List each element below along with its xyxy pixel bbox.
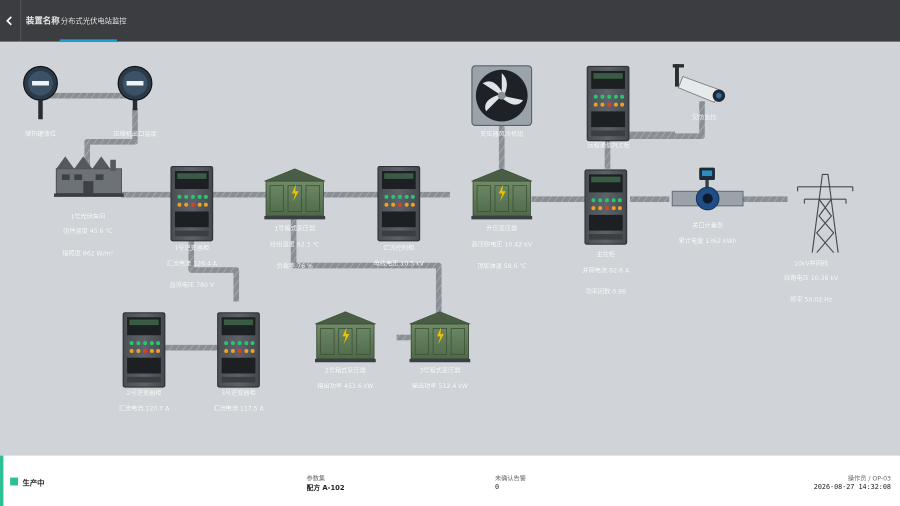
recipe-value[interactable]: 配方 A-102 xyxy=(306,483,345,492)
camera-label: 安防监控 xyxy=(691,113,717,121)
device-name-tab[interactable]: 分布式光伏电站监控 xyxy=(60,17,127,26)
plc-cabinet-icon[interactable] xyxy=(586,65,630,142)
inverter-2-cabinet-icon[interactable] xyxy=(122,312,166,388)
gauge-left-icon[interactable] xyxy=(23,65,58,120)
inverter-2-name: 2号逆变器柜 xyxy=(126,389,162,397)
inverter-1-name: 1号逆变器柜 xyxy=(174,244,210,252)
chevron-left-icon xyxy=(6,16,12,26)
inverter-3-name: 3号逆变器柜 xyxy=(221,389,256,397)
fan-icon[interactable] xyxy=(471,65,533,126)
active-tab-indicator xyxy=(59,39,117,42)
main-cabinet-current: 并网电流 82.6 A xyxy=(582,266,630,274)
main-cabinet-name: 主控柜 xyxy=(596,250,616,259)
transformer-hv-name: 升压变压器 xyxy=(486,225,518,233)
recipe-label: 参数集 xyxy=(306,474,326,483)
tower-name: 10kV并网线 xyxy=(793,259,829,268)
transformer-3-icon[interactable] xyxy=(409,311,471,363)
transformer-hv-voltage: 高压侧电压 10.42 kV xyxy=(471,240,532,249)
device-label: 装置名称 xyxy=(25,15,60,26)
transformer-1-load: 负载率 76 % xyxy=(276,262,313,270)
status-accent-bar xyxy=(0,455,4,506)
meter-name: 关口计量表 xyxy=(692,221,724,229)
transformer-hv-icon[interactable] xyxy=(470,168,533,220)
inverter-1-cabinet-icon[interactable] xyxy=(170,165,214,242)
power-tower-icon[interactable] xyxy=(797,173,854,253)
main-cabinet-pf: 功率因数 0.98 xyxy=(585,288,627,296)
header-bar: 装置名称 分布式光伏电站监控 xyxy=(0,0,900,42)
meter-energy: 累计电量 1362 kWh xyxy=(678,237,737,245)
inverter-3-current: 汇流电流 117.5 A xyxy=(213,405,264,413)
gauge-left-label: 储热罐液位 xyxy=(25,130,56,138)
transformer-2-name: 2号箱式变压器 xyxy=(324,366,366,375)
operator-label: 操作员 / OP-03 xyxy=(847,474,891,483)
back-button[interactable] xyxy=(0,0,22,42)
tower-voltage: 线路电压 10.36 kV xyxy=(784,274,839,282)
combiner-cabinet-icon[interactable] xyxy=(377,165,421,242)
factory-icon[interactable] xyxy=(54,156,124,197)
camera-icon[interactable] xyxy=(672,64,726,103)
inverter-1-current: 汇流电流 126.4 A xyxy=(166,259,218,268)
transformer-1-temp: 绕组温度 62.3 ℃ xyxy=(270,240,320,249)
inverter-3-cabinet-icon[interactable] xyxy=(217,312,260,388)
transformer-1-icon[interactable] xyxy=(263,168,326,220)
transformer-2-icon[interactable] xyxy=(314,311,377,363)
inverter-1-voltage: 直流电压 780 V xyxy=(169,281,215,289)
main-control-cabinet-icon[interactable] xyxy=(584,169,628,245)
factory-temp: 组件温度 45.6 ℃ xyxy=(63,227,113,235)
run-status: 生产中 xyxy=(22,479,45,488)
fan-label: 变压器风冷机组 xyxy=(480,130,524,138)
timestamp: 2026-08-27 14:32:08 xyxy=(813,482,891,491)
factory-name: 1号光伏车间 xyxy=(70,212,106,220)
status-footer: 生产中 参数集 配方 A-102 未确认告警 0 操作员 / OP-03 202… xyxy=(0,455,900,506)
combiner-voltage: 母线电压 10.5 kV xyxy=(373,259,424,268)
tower-frequency: 频率 50.02 Hz xyxy=(790,295,833,304)
transformer-3-power: 输出功率 512.4 kW xyxy=(411,382,468,390)
transformer-3-name: 3号箱式变压器 xyxy=(419,366,461,375)
meter-icon[interactable] xyxy=(671,167,744,211)
transformer-2-power: 输出功率 453.6 kW xyxy=(317,382,374,390)
factory-irradiance: 辐照度 862 W/m² xyxy=(62,249,114,258)
gauge-right-label: 压缩机出口温度 xyxy=(113,130,157,138)
alarm-label: 未确认告警 xyxy=(495,474,526,483)
process-diagram: 储热罐液位 压缩机出口温度 变压器风冷机组 远程通信PLC柜 安防监控 1号光伏… xyxy=(0,42,900,456)
combiner-name: 汇流控制柜 xyxy=(383,244,415,252)
transformer-1-name: 1号箱式变压器 xyxy=(274,225,316,233)
transformer-hv-oil-temp: 顶层油温 58.6 ℃ xyxy=(477,262,527,270)
inverter-2-current: 汇流电流 120.7 A xyxy=(118,405,170,413)
status-indicator-icon xyxy=(10,477,18,486)
gauge-right-icon[interactable] xyxy=(117,65,153,111)
plc-cabinet-label: 远程通信PLC柜 xyxy=(587,141,630,150)
alarm-count[interactable]: 0 xyxy=(495,482,500,491)
